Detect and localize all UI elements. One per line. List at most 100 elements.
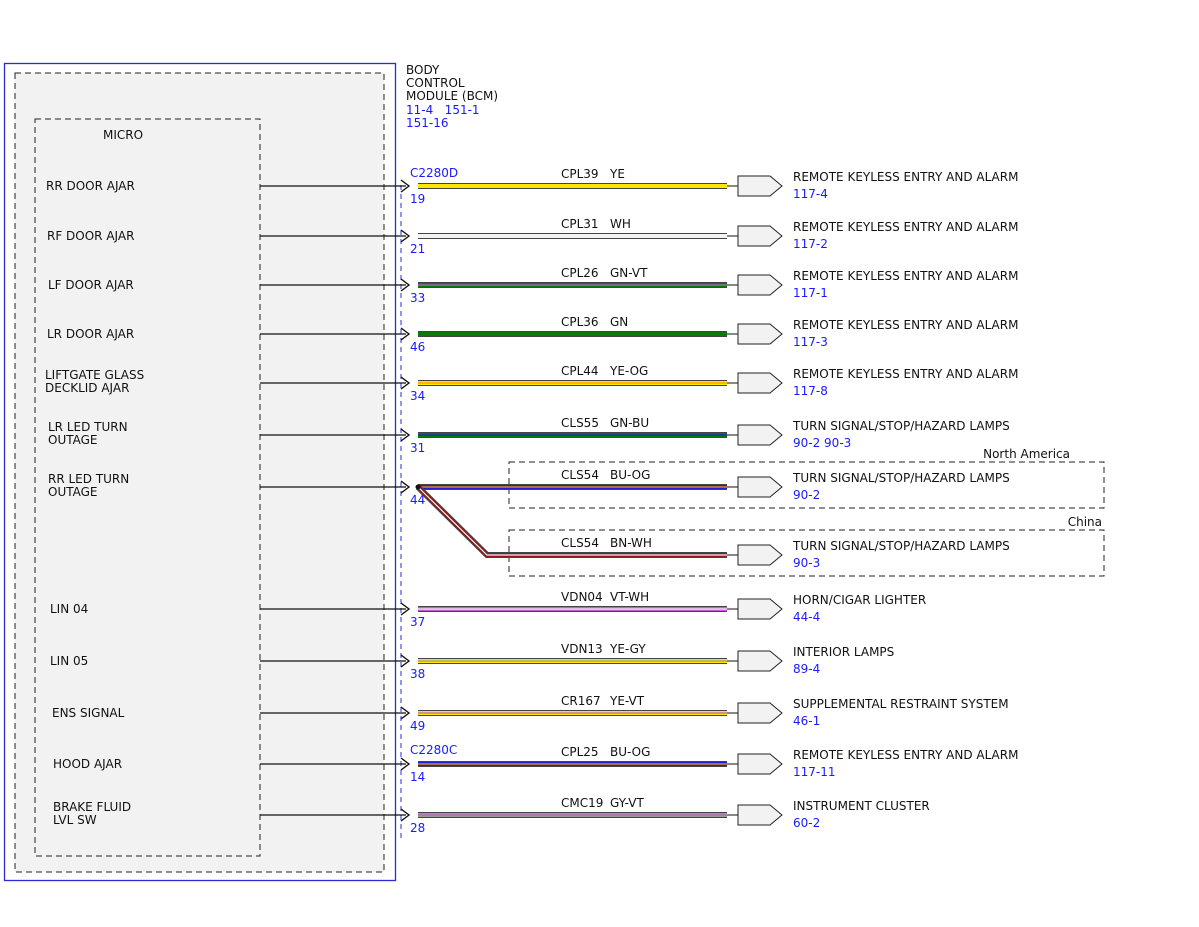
- destination-arrow-icon[interactable]: [737, 225, 783, 247]
- destination-arrow-icon[interactable]: [737, 804, 783, 826]
- destination-label: SUPPLEMENTAL RESTRAINT SYSTEM: [793, 697, 1009, 711]
- wire-color-code: YE-OG: [609, 364, 648, 378]
- destination-page-ref[interactable]: 117-1: [793, 286, 828, 300]
- destination-arrow-icon[interactable]: [737, 476, 783, 498]
- wire-color-code: YE-VT: [609, 694, 645, 708]
- destination-page-ref[interactable]: 90-2: [793, 488, 820, 502]
- module-page-refs[interactable]: 11-4 151-1: [406, 103, 480, 117]
- circuit-number: CPL36: [561, 315, 599, 329]
- connector-c2280c[interactable]: C2280C: [410, 743, 457, 757]
- circuit-number: CLS54: [561, 468, 599, 482]
- module-title-line-1: BODY: [406, 63, 440, 77]
- china-label: China: [1068, 515, 1102, 529]
- destination-label: TURN SIGNAL/STOP/HAZARD LAMPS: [792, 419, 1010, 433]
- connector-pin-arrow: [400, 327, 411, 341]
- destination-page-ref[interactable]: 44-4: [793, 610, 820, 624]
- destination-label: TURN SIGNAL/STOP/HAZARD LAMPS: [792, 539, 1010, 553]
- micro-box: [34, 118, 261, 857]
- wire-color-code: GY-VT: [610, 796, 644, 810]
- input-label: LIN 05: [50, 654, 88, 668]
- destination-label: INSTRUMENT CLUSTER: [793, 799, 930, 813]
- pin-number[interactable]: 44: [410, 493, 425, 507]
- connector-pin-arrow: [400, 654, 411, 668]
- wire-color-code: BU-OG: [610, 745, 650, 759]
- pin-number[interactable]: 38: [410, 667, 425, 681]
- pin-number[interactable]: 14: [410, 770, 425, 784]
- circuit-number: CLS54: [561, 536, 599, 550]
- input-label: ENS SIGNAL: [52, 706, 125, 720]
- input-label: LR DOOR AJAR: [47, 327, 134, 341]
- north-america-label: North America: [983, 447, 1070, 461]
- pin-number[interactable]: 49: [410, 719, 425, 733]
- input-label: OUTAGE: [48, 433, 98, 447]
- input-label: BRAKE FLUID: [53, 800, 131, 814]
- destination-page-ref[interactable]: 46-1: [793, 714, 820, 728]
- destination-arrow-icon[interactable]: [737, 424, 783, 446]
- destination-page-ref[interactable]: 117-11: [793, 765, 836, 779]
- destination-label: REMOTE KEYLESS ENTRY AND ALARM: [793, 269, 1018, 283]
- connector-pin-arrow: [400, 428, 411, 442]
- circuit-number: CR167: [561, 694, 601, 708]
- pin-number[interactable]: 37: [410, 615, 425, 629]
- destination-label: REMOTE KEYLESS ENTRY AND ALARM: [793, 367, 1018, 381]
- connector-pin-arrow: [400, 757, 411, 771]
- destination-page-ref[interactable]: 89-4: [793, 662, 820, 676]
- connector-pin-arrow: [400, 229, 411, 243]
- destination-page-ref[interactable]: 60-2: [793, 816, 820, 830]
- pin-number[interactable]: 21: [410, 242, 425, 256]
- destination-arrow-icon[interactable]: [737, 544, 783, 566]
- input-label: LIN 04: [50, 602, 88, 616]
- splice-point: [415, 484, 421, 490]
- wire-stripe: [417, 486, 727, 556]
- pin-number[interactable]: 33: [410, 291, 425, 305]
- pin-number[interactable]: 46: [410, 340, 425, 354]
- input-label: OUTAGE: [48, 485, 98, 499]
- wire-color-code: YE: [609, 167, 625, 181]
- input-label: RF DOOR AJAR: [47, 229, 134, 243]
- circuit-number: CPL26: [561, 266, 599, 280]
- input-label: LIFTGATE GLASS: [45, 368, 144, 382]
- destination-page-ref[interactable]: 117-8: [793, 384, 828, 398]
- input-label: DECKLID AJAR: [45, 381, 129, 395]
- pin-number[interactable]: 28: [410, 821, 425, 835]
- destination-arrow-icon[interactable]: [737, 598, 783, 620]
- connector-pin-arrow: [400, 808, 411, 822]
- circuit-number: CPL44: [561, 364, 599, 378]
- connector-pin-arrow: [400, 278, 411, 292]
- circuit-number: VDN04: [561, 590, 603, 604]
- pin-number[interactable]: 31: [410, 441, 425, 455]
- micro-label: MICRO: [103, 128, 143, 142]
- wire-color-code: VT-WH: [610, 590, 649, 604]
- destination-arrow-icon[interactable]: [737, 323, 783, 345]
- destination-label: INTERIOR LAMPS: [793, 645, 894, 659]
- circuit-number: CPL25: [561, 745, 599, 759]
- destination-page-ref[interactable]: 117-3: [793, 335, 828, 349]
- destination-arrow-icon[interactable]: [737, 175, 783, 197]
- connector-pin-arrow: [400, 376, 411, 390]
- connector-c2280d[interactable]: C2280D: [410, 166, 458, 180]
- wire-color-code: GN: [610, 315, 628, 329]
- module-title-line-2: CONTROL: [406, 76, 465, 90]
- destination-label: TURN SIGNAL/STOP/HAZARD LAMPS: [792, 471, 1010, 485]
- circuit-number: CPL39: [561, 167, 599, 181]
- module-title-line-3: MODULE (BCM): [406, 89, 498, 103]
- destination-arrow-icon[interactable]: [737, 372, 783, 394]
- module-page-ref-2[interactable]: 151-16: [406, 116, 449, 130]
- destination-arrow-icon[interactable]: [737, 702, 783, 724]
- connector-pin-arrow: [400, 706, 411, 720]
- wire-color-code: BU-OG: [610, 468, 650, 482]
- connector-pin-arrow: [400, 602, 411, 616]
- destination-arrow-icon[interactable]: [737, 274, 783, 296]
- destination-arrow-icon[interactable]: [737, 650, 783, 672]
- input-label: HOOD AJAR: [53, 757, 122, 771]
- connector-pin-arrow: [400, 480, 411, 494]
- pin-number[interactable]: 34: [410, 389, 425, 403]
- destination-page-ref[interactable]: 117-4: [793, 187, 828, 201]
- wire-color-code: YE-GY: [609, 642, 646, 656]
- pin-number[interactable]: 19: [410, 192, 425, 206]
- destination-arrow-icon[interactable]: [737, 753, 783, 775]
- destination-page-ref[interactable]: 117-2: [793, 237, 828, 251]
- destination-page-ref[interactable]: 90-2 90-3: [793, 436, 851, 450]
- destination-page-ref[interactable]: 90-3: [793, 556, 820, 570]
